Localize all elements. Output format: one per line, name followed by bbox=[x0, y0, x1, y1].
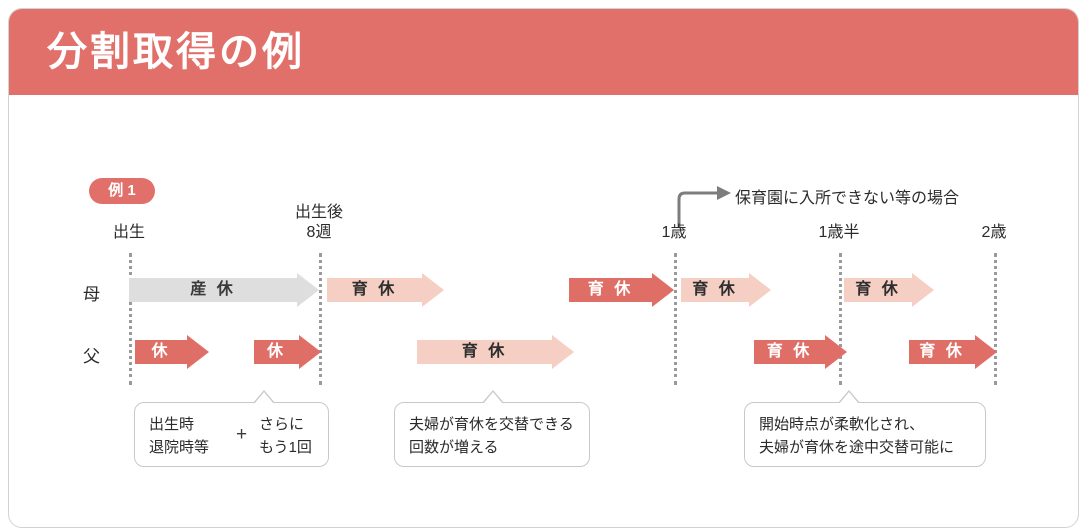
arrow-head-icon bbox=[299, 335, 321, 369]
arrow-label: 休 bbox=[266, 343, 286, 360]
callout-flexible-start: 開始時点が柔軟化され、 夫婦が育休を途中交替可能に bbox=[744, 390, 986, 467]
arrow-body bbox=[135, 340, 187, 364]
arrow-father-birth-leave-2: 休 bbox=[254, 335, 321, 369]
arrow-body bbox=[681, 278, 749, 302]
arrow-label: 育 休 bbox=[919, 343, 965, 360]
arrow-label: 育 休 bbox=[587, 281, 634, 298]
arrow-label: 育 休 bbox=[766, 343, 813, 360]
arrow-label: 休 bbox=[151, 343, 171, 360]
arrow-body bbox=[254, 340, 299, 364]
arrow-body bbox=[754, 340, 825, 364]
arrow-label: 産 休 bbox=[190, 281, 236, 298]
arrow-father-birth-leave-1: 休 bbox=[135, 335, 209, 369]
card-header: 分割取得の例 bbox=[9, 9, 1078, 95]
arrow-body bbox=[327, 278, 422, 302]
row-label-father: 父 bbox=[83, 347, 100, 366]
tick-label-8weeks: 出生後 8週 bbox=[294, 204, 343, 241]
tick-label-1year: 1歳 bbox=[661, 224, 687, 241]
guide-line-1year-half bbox=[839, 253, 842, 385]
arrow-body bbox=[417, 340, 552, 364]
guide-line-8weeks bbox=[319, 253, 322, 385]
elbow-arrow-icon bbox=[677, 186, 731, 227]
row-label-mother: 母 bbox=[83, 285, 100, 304]
callout-plus-sign: + bbox=[236, 424, 248, 445]
arrow-head-icon bbox=[912, 273, 934, 307]
arrow-label: 育 休 bbox=[692, 281, 738, 298]
callout-text: 夫婦が育休を交替できる 回数が増える bbox=[409, 416, 574, 456]
callout-tail-inner-icon bbox=[839, 392, 859, 404]
arrow-label: 育 休 bbox=[461, 343, 508, 360]
nursery-note-label: 保育園に入所できない等の場合 bbox=[735, 190, 960, 207]
arrow-head-icon bbox=[422, 273, 444, 307]
arrow-father-childcare-3: 育 休 bbox=[909, 335, 997, 369]
guide-line-birth bbox=[129, 253, 132, 385]
guide-line-1year bbox=[674, 253, 677, 385]
infographic-card: 分割取得の例 例 1 保育園に入所できない等の場合 出生 出生後 8週 1歳 1… bbox=[8, 8, 1079, 528]
arrow-head-icon bbox=[975, 335, 997, 369]
callout-text-left: 出生時 退院時等 bbox=[149, 416, 210, 456]
tick-label-birth: 出生 bbox=[112, 224, 145, 241]
arrow-body bbox=[909, 340, 975, 364]
callout-swap-count: 夫婦が育休を交替できる 回数が増える bbox=[394, 390, 590, 467]
arrow-body bbox=[569, 278, 652, 302]
arrow-father-childcare-1: 育 休 bbox=[417, 335, 574, 369]
arrow-father-childcare-2: 育 休 bbox=[754, 335, 847, 369]
arrow-label: 育 休 bbox=[855, 281, 901, 298]
arrow-head-icon bbox=[552, 335, 574, 369]
guide-line-2years bbox=[994, 253, 997, 385]
arrow-body bbox=[129, 278, 297, 302]
tick-label-1year-half: 1歳半 bbox=[818, 224, 860, 241]
arrow-mother-maternity-leave: 産 休 bbox=[129, 273, 319, 307]
arrow-head-icon bbox=[187, 335, 209, 369]
page-title: 分割取得の例 bbox=[47, 30, 305, 74]
tick-label-2years: 2歳 bbox=[981, 224, 1007, 241]
callout-tail-inner-icon bbox=[254, 392, 274, 404]
arrow-head-icon bbox=[652, 273, 674, 307]
arrow-head-icon bbox=[825, 335, 847, 369]
arrow-mother-childcare-3: 育 休 bbox=[681, 273, 771, 307]
arrow-mother-childcare-2: 育 休 bbox=[569, 273, 674, 307]
callout-text: 開始時点が柔軟化され、 夫婦が育休を途中交替可能に bbox=[759, 416, 955, 456]
callout-birth-leave: 出生時 退院時等 + さらに もう1回 bbox=[134, 390, 329, 467]
arrow-head-icon bbox=[297, 273, 319, 307]
arrow-head-icon bbox=[749, 273, 771, 307]
arrow-label: 育 休 bbox=[351, 281, 398, 298]
callout-text-right: さらに もう1回 bbox=[259, 416, 312, 456]
arrow-mother-childcare-4: 育 休 bbox=[844, 273, 934, 307]
arrow-body bbox=[844, 278, 912, 302]
example-badge: 例 1 bbox=[89, 178, 155, 204]
arrow-mother-childcare-1: 育 休 bbox=[327, 273, 444, 307]
timeline-chart: 例 1 保育園に入所できない等の場合 出生 出生後 8週 1歳 1歳半 2歳 母… bbox=[9, 95, 1078, 525]
callout-tail-inner-icon bbox=[483, 392, 503, 404]
